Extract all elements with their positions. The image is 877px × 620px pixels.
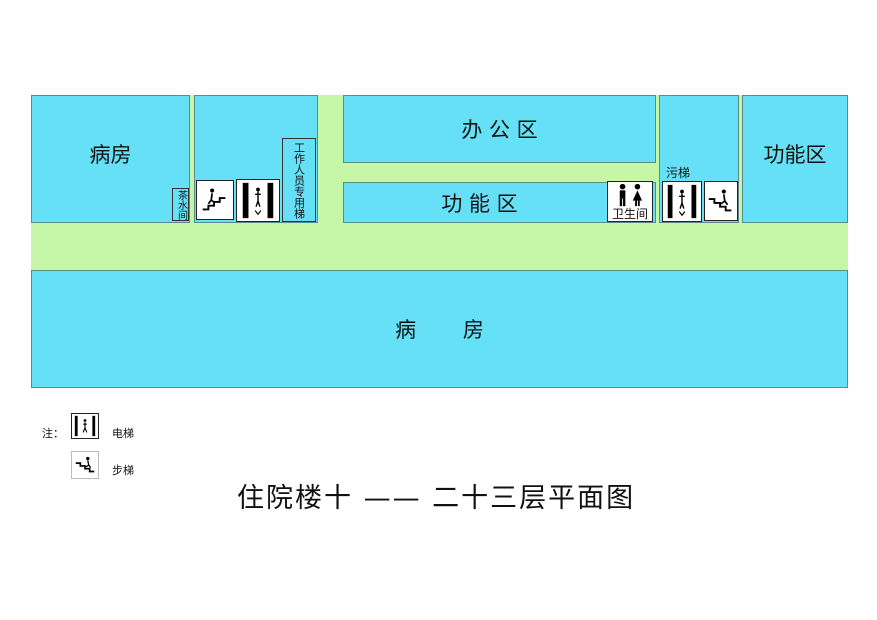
room-function-area-center: 功 能 区: [343, 182, 656, 223]
stairs-icon: [196, 180, 234, 220]
room-ward-top-left: 病房: [31, 95, 190, 223]
room-staff-elevator-label: 工作人员专用梯: [292, 141, 306, 219]
page-title: 住院楼十 —— 二十三层平面图: [237, 483, 636, 514]
elevator-icon-graphic: [242, 182, 274, 219]
room-tea: 茶水间: [172, 188, 189, 221]
legend-note-label: 注：: [42, 427, 64, 440]
room-office-area: 办 公 区: [343, 95, 656, 163]
elevator-icon: [236, 179, 280, 222]
room-function-area-center-label: 功 能 区: [441, 191, 518, 216]
room-office-area-label: 办 公 区: [461, 118, 538, 142]
room-ward-bottom: 病 房: [31, 270, 848, 388]
room-function-area-right-label: 功能区: [763, 143, 827, 167]
room-restroom: 卫生间: [607, 181, 653, 222]
room-ward-bottom-label: 病 房: [395, 318, 484, 342]
legend-elevator-icon-graphic: [74, 415, 96, 437]
legend-elevator-icon: [71, 413, 99, 439]
room-dirty-elevator-label: 污梯: [666, 166, 691, 180]
elevator-icon-right: [662, 181, 702, 222]
room-tea-label: 茶水间: [175, 189, 187, 220]
stairs-icon-right: [704, 181, 738, 221]
stairs-icon-right-graphic: [708, 189, 732, 212]
legend-stairs-label: 步梯: [112, 464, 134, 477]
room-function-area-right: 功能区: [742, 95, 848, 223]
room-restroom-label: 卫生间: [611, 207, 648, 221]
room-staff-elevator: 工作人员专用梯: [282, 138, 316, 222]
room-ward-top-left-label: 病房: [89, 143, 132, 167]
elevator-icon-right-graphic: [667, 184, 697, 219]
restroom-icon: [619, 183, 643, 207]
legend-stairs-icon: [71, 451, 99, 479]
legend-stairs-icon-graphic: [75, 456, 95, 473]
legend-elevator-label: 电梯: [112, 427, 134, 440]
stairs-icon-graphic: [202, 188, 226, 211]
